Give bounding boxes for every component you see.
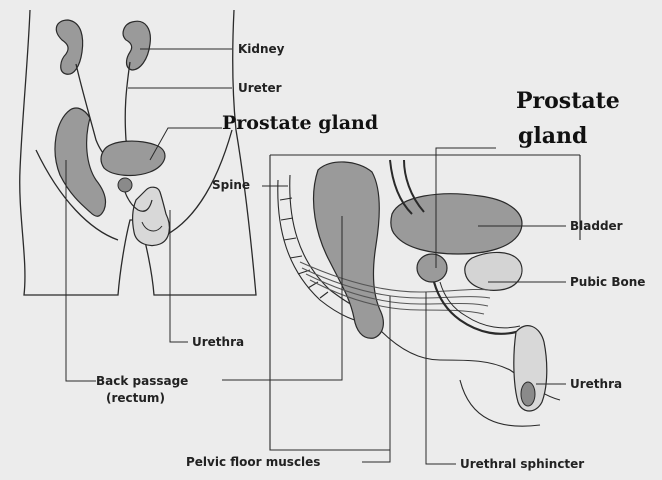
pubic-bone-label: Pubic Bone — [570, 275, 645, 289]
urethra-front-label: Urethra — [192, 335, 244, 349]
bladder-side — [391, 194, 522, 254]
ureter-label: Ureter — [238, 81, 282, 95]
spine-label: Spine — [212, 178, 250, 192]
kidney-right — [123, 21, 150, 70]
pubic-bone — [465, 252, 522, 290]
side-leader-lines — [222, 148, 566, 464]
bladder-front — [101, 141, 165, 175]
prostate-title-line2: gland — [518, 125, 587, 147]
bladder-label: Bladder — [570, 219, 623, 233]
prostate-gland-front-label: Prostate gland — [222, 114, 378, 133]
prostate-title-line1: Prostate — [516, 90, 620, 112]
pelvic-floor-muscles-label: Pelvic floor muscles — [186, 455, 320, 469]
rectum-label: (rectum) — [106, 391, 165, 405]
urethra-side-label: Urethra — [570, 377, 622, 391]
rectum-front — [55, 108, 106, 216]
genitals-front — [133, 187, 170, 245]
rectum-side — [314, 162, 384, 338]
penis-tip — [521, 382, 535, 406]
back-passage-label: Back passage — [96, 374, 188, 388]
prostate-side — [417, 254, 447, 282]
urethral-sphincter-label: Urethral sphincter — [460, 457, 584, 471]
prostate-front — [118, 178, 132, 192]
kidney-left — [56, 20, 82, 74]
kidney-label: Kidney — [238, 42, 285, 56]
